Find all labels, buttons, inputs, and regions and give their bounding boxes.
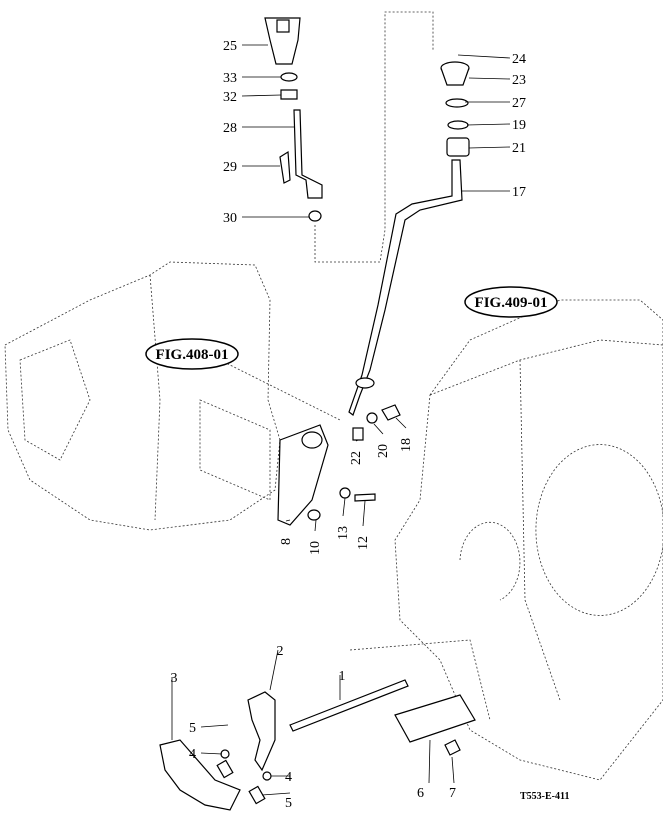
callout-22: 22 [349, 451, 364, 465]
shift-lever [348, 61, 470, 416]
callout-5: 5 [189, 721, 196, 736]
callout-19: 19 [512, 118, 526, 133]
callout-1: 1 [339, 669, 346, 684]
leader-line [457, 54, 511, 59]
leader-line [468, 146, 511, 149]
callout-10: 10 [308, 541, 323, 555]
right-housing [394, 299, 663, 781]
callout-17: 17 [512, 185, 526, 200]
fig-ref-408[interactable]: FIG.408-01 [145, 338, 239, 370]
drawing-code: T553-E-411 [520, 791, 569, 802]
leader-line [200, 724, 229, 728]
leader-line [451, 756, 455, 784]
leader-line [466, 123, 511, 126]
callout-21: 21 [512, 141, 526, 156]
callout-29: 29 [223, 160, 237, 175]
leader-line [342, 497, 346, 517]
leader-line [428, 739, 431, 784]
leader-line [261, 792, 291, 796]
callout-13: 13 [336, 526, 351, 540]
callout-7: 7 [449, 786, 456, 801]
callout-6: 6 [417, 786, 424, 801]
bracket-and-bolts [277, 404, 401, 526]
leader-line [241, 94, 282, 97]
leader-line [373, 423, 384, 435]
leader-line [362, 500, 366, 527]
callout-3: 3 [171, 671, 178, 686]
callout-30: 30 [223, 211, 237, 226]
leader-line [200, 752, 223, 755]
leader-line [285, 519, 291, 522]
callout-4: 4 [189, 747, 196, 762]
leader-line [395, 417, 407, 429]
callout-25: 25 [223, 39, 237, 54]
gear-lever-assembly [264, 17, 323, 222]
fig-ref-409-label: FIG.409-01 [475, 295, 548, 311]
callout-8: 8 [279, 538, 294, 545]
callout-12: 12 [356, 536, 371, 550]
callout-23: 23 [512, 73, 526, 88]
callout-4: 4 [285, 770, 292, 785]
callout-18: 18 [399, 438, 414, 452]
callout-32: 32 [223, 90, 237, 105]
detent-plate [394, 694, 476, 756]
left-housing [4, 261, 281, 531]
callout-2: 2 [277, 644, 284, 659]
callout-27: 27 [512, 96, 526, 111]
callout-28: 28 [223, 121, 237, 136]
leader-line [314, 519, 317, 532]
fig-ref-408-label: FIG.408-01 [156, 347, 229, 363]
leader-line [468, 77, 511, 80]
callout-5: 5 [285, 796, 292, 811]
fig-ref-409[interactable]: FIG.409-01 [464, 286, 558, 318]
callout-24: 24 [512, 52, 526, 67]
leader-line [355, 439, 359, 442]
callout-20: 20 [376, 444, 391, 458]
callout-33: 33 [223, 71, 237, 86]
leader-line [269, 649, 279, 691]
shift-rod-and-forks [159, 679, 409, 811]
